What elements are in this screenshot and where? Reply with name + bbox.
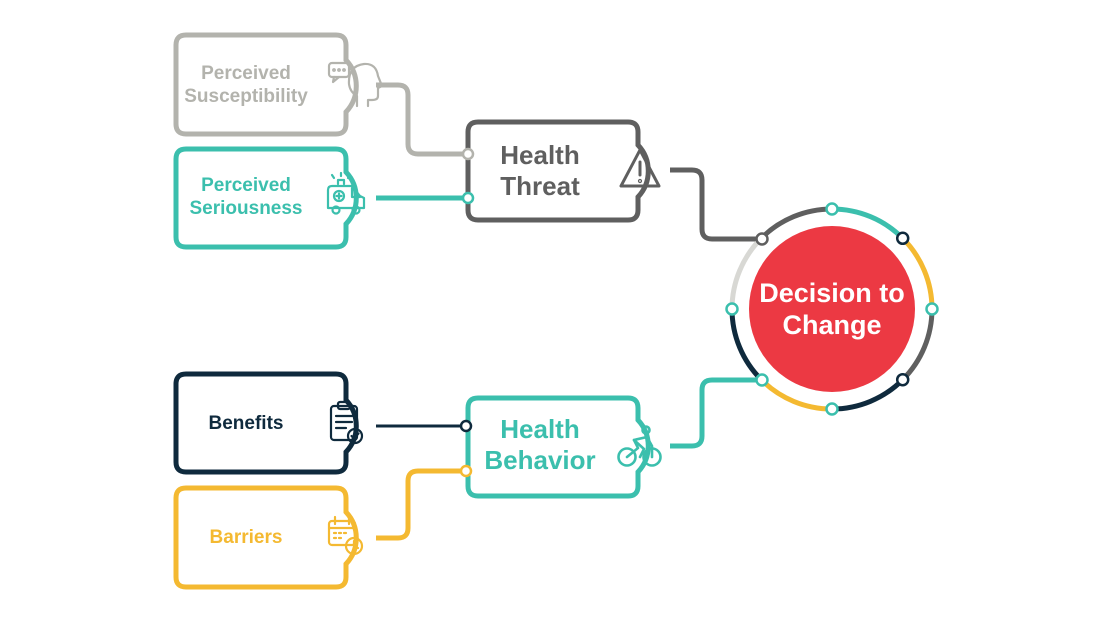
ring-arc-dark-right-lower [900,308,935,382]
ring-arc-gold-right-upper [900,236,935,310]
ring-arc-light-left-upper [729,236,764,310]
center-label: Decision to Change [759,277,905,340]
ring-node-left [725,302,739,316]
node-barriers [459,464,473,478]
hub-box-behavior [465,395,651,499]
ring-arc-teal-top [831,206,905,241]
ring-node-bottom-right [895,372,910,387]
ring-node-right [925,302,939,316]
ring-arc-navy-bottom-right [831,377,905,412]
ring-arc-dark-top-left [759,206,833,241]
ring-node-top-right [895,231,910,246]
ring-nodes [725,202,939,416]
factor-box-benefits [173,371,359,475]
hub-label-behavior: Health Behavior [484,413,596,475]
connector-behavior-center [670,377,760,449]
ring-arc-gold-bottom [759,377,833,412]
factor-label-susceptibility: Perceived Susceptibility [184,63,308,107]
node-behavior-center [755,373,769,387]
node-benefits [459,419,473,433]
factor-box-barriers [173,485,359,590]
node-susceptibility [461,147,475,161]
connector-susceptibility-threat [376,82,466,157]
center-ring [729,206,935,412]
connector-threat-center [670,167,760,242]
calendar-clock-icon [327,515,364,556]
node-threat-center [755,232,769,246]
factor-label-benefits: Benefits [208,412,284,434]
ring-node-top [825,202,839,216]
hub-box-threat [465,119,651,223]
factor-label-seriousness: Perceived Seriousness [189,175,303,219]
center-circle [749,226,915,392]
factor-label-barriers: Barriers [209,526,283,548]
clipboard-check-icon [329,400,364,445]
cyclist-icon [617,425,662,467]
head-speech-bubble-icon [327,61,384,108]
ambulance-icon [326,171,366,215]
node-seriousness [461,191,475,205]
factor-box-susceptibility [173,32,359,137]
factor-box-seriousness [173,146,359,250]
hub-label-threat: Health Threat [500,139,580,201]
connector-barriers-behavior [376,468,466,541]
warning-triangle-icon [619,148,661,188]
ring-node-bottom [825,402,839,416]
ring-arc-navy-left-lower [729,308,764,382]
